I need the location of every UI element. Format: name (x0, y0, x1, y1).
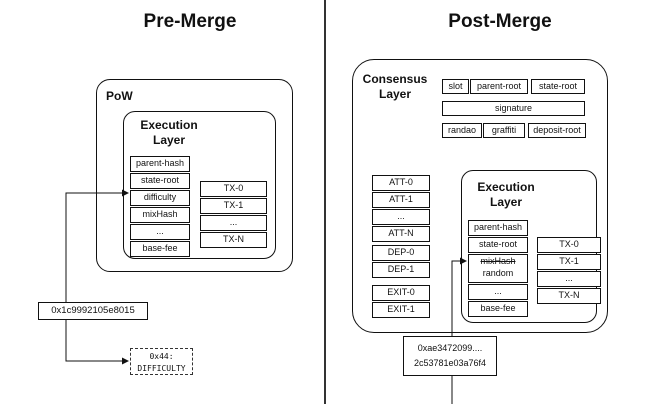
att-n: ATT-N (372, 226, 430, 242)
post-tx-list: TX-0 TX-1 ... TX-N (537, 237, 601, 304)
field-state-root: state-root (531, 79, 585, 94)
exit-0: EXIT-0 (372, 285, 430, 301)
header-field-mixhash-random: mixHash random (468, 254, 528, 283)
tx-ellipsis: ... (200, 215, 267, 231)
mixhash-struck: mixHash (480, 256, 516, 266)
header-field-state-root: state-root (468, 237, 528, 253)
field-graffiti: graffiti (483, 123, 525, 138)
header-field-ellipsis: ... (130, 224, 190, 240)
header-field-parent-hash: parent-hash (130, 156, 190, 172)
random-label: random (482, 268, 514, 278)
att-ellipsis: ... (372, 209, 430, 225)
post-merge-title: Post-Merge (448, 11, 552, 32)
field-randao: randao (442, 123, 482, 138)
header-field-base-fee: base-fee (130, 241, 190, 257)
opcode-difficulty-box: 0x44: DIFFICULTY (130, 348, 193, 375)
tx-0: TX-0 (200, 181, 267, 197)
field-deposit-root: deposit-root (528, 123, 586, 138)
header-field-ellipsis: ... (468, 284, 528, 300)
pow-label: PoW (106, 89, 133, 103)
pre-tx-list: TX-0 TX-1 ... TX-N (200, 181, 267, 248)
pre-header-fields: parent-hash state-root difficulty mixHas… (130, 156, 190, 257)
post-header-fields: parent-hash state-root mixHash random ..… (468, 220, 528, 317)
consensus-label: Consensus Layer (362, 72, 428, 101)
header-field-parent-hash: parent-hash (468, 220, 528, 236)
pre-execution-label: Execution Layer (140, 118, 198, 147)
header-field-mixhash: mixHash (130, 207, 190, 223)
tx-1: TX-1 (200, 198, 267, 214)
header-field-base-fee: base-fee (468, 301, 528, 317)
tx-n: TX-N (200, 232, 267, 248)
post-execution-label: Execution Layer (477, 180, 535, 209)
att-1: ATT-1 (372, 192, 430, 208)
post-value-box: 0xae3472099.... 2c53781e03a76f4 (403, 336, 497, 376)
header-field-state-root: state-root (130, 173, 190, 189)
exit-1: EXIT-1 (372, 302, 430, 318)
pre-value-box: 0x1c9992105e8015 (38, 302, 148, 320)
pre-arrow-to-difficulty (65, 189, 129, 302)
tx-0: TX-0 (537, 237, 601, 253)
exit-list: EXIT-0 EXIT-1 (372, 285, 430, 318)
dep-1: DEP-1 (372, 262, 430, 278)
section-divider (324, 0, 326, 404)
att-0: ATT-0 (372, 175, 430, 191)
tx-ellipsis: ... (537, 271, 601, 287)
post-arrow-to-random (451, 257, 467, 336)
attestation-list: ATT-0 ATT-1 ... ATT-N (372, 175, 430, 242)
field-slot: slot (442, 79, 469, 94)
dep-0: DEP-0 (372, 245, 430, 261)
tx-n: TX-N (537, 288, 601, 304)
deposit-list: DEP-0 DEP-1 (372, 245, 430, 278)
field-parent-root: parent-root (470, 79, 528, 94)
tx-1: TX-1 (537, 254, 601, 270)
field-signature: signature (442, 101, 585, 116)
header-field-difficulty: difficulty (130, 190, 190, 206)
pre-merge-title: Pre-Merge (143, 11, 237, 32)
pre-arrow-to-opcode (65, 320, 129, 365)
